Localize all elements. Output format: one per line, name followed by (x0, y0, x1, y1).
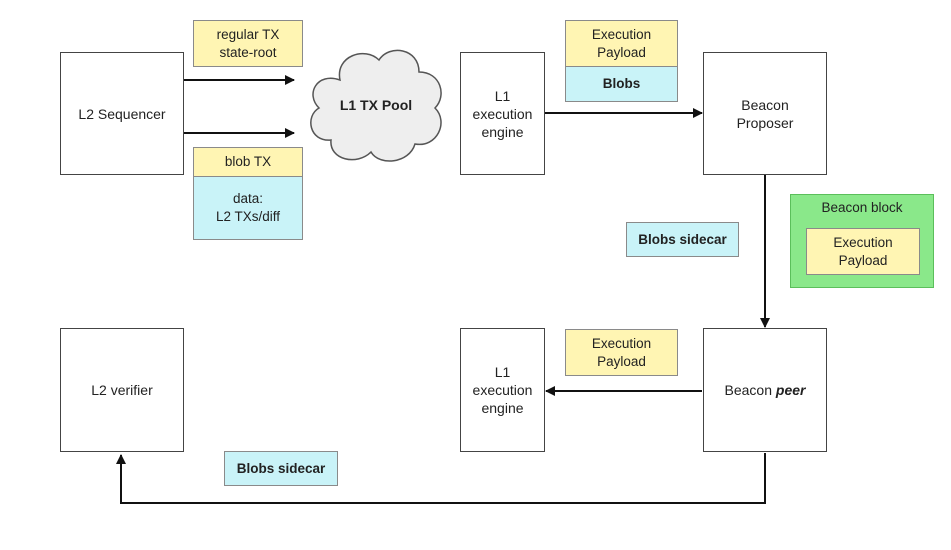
blobs-label: Blobs (565, 66, 678, 102)
l2-verifier-box: L2 verifier (60, 328, 184, 452)
l2-sequencer-box: L2 Sequencer (60, 52, 184, 175)
regular-tx-note: regular TX state-root (193, 20, 303, 67)
blob-tx-header: blob TX (193, 147, 303, 177)
l2-sequencer-label: L2 Sequencer (78, 105, 166, 122)
beacon-peer-box: Beacon peer (703, 328, 827, 452)
arrow-peer-to-verifier (116, 453, 766, 504)
execution-payload-bottom: Execution Payload (565, 329, 678, 376)
tx-pool-cloud (310, 49, 442, 162)
blobs-sidecar-bottom: Blobs sidecar (224, 451, 338, 486)
beacon-block-payload: Execution Payload (806, 228, 920, 275)
blobs-sidecar-middle: Blobs sidecar (626, 222, 739, 257)
beacon-proposer-box: Beacon Proposer (703, 52, 827, 175)
l1-execution-engine-top: L1 execution engine (460, 52, 545, 175)
execution-payload-top: Execution Payload (565, 20, 678, 67)
beacon-peer-label: Beacon peer (725, 381, 806, 399)
l1-execution-engine-bottom: L1 execution engine (460, 328, 545, 452)
beacon-block-title: Beacon block (821, 200, 903, 215)
beacon-block: Beacon block Execution Payload (790, 194, 934, 288)
beacon-peer-emph: peer (775, 382, 806, 398)
tx-pool-label: L1 TX Pool (339, 96, 413, 113)
blob-tx-data: data: L2 TXs/diff (193, 176, 303, 240)
l2-verifier-label: L2 verifier (91, 382, 153, 398)
beacon-peer-prefix: Beacon (724, 382, 776, 398)
